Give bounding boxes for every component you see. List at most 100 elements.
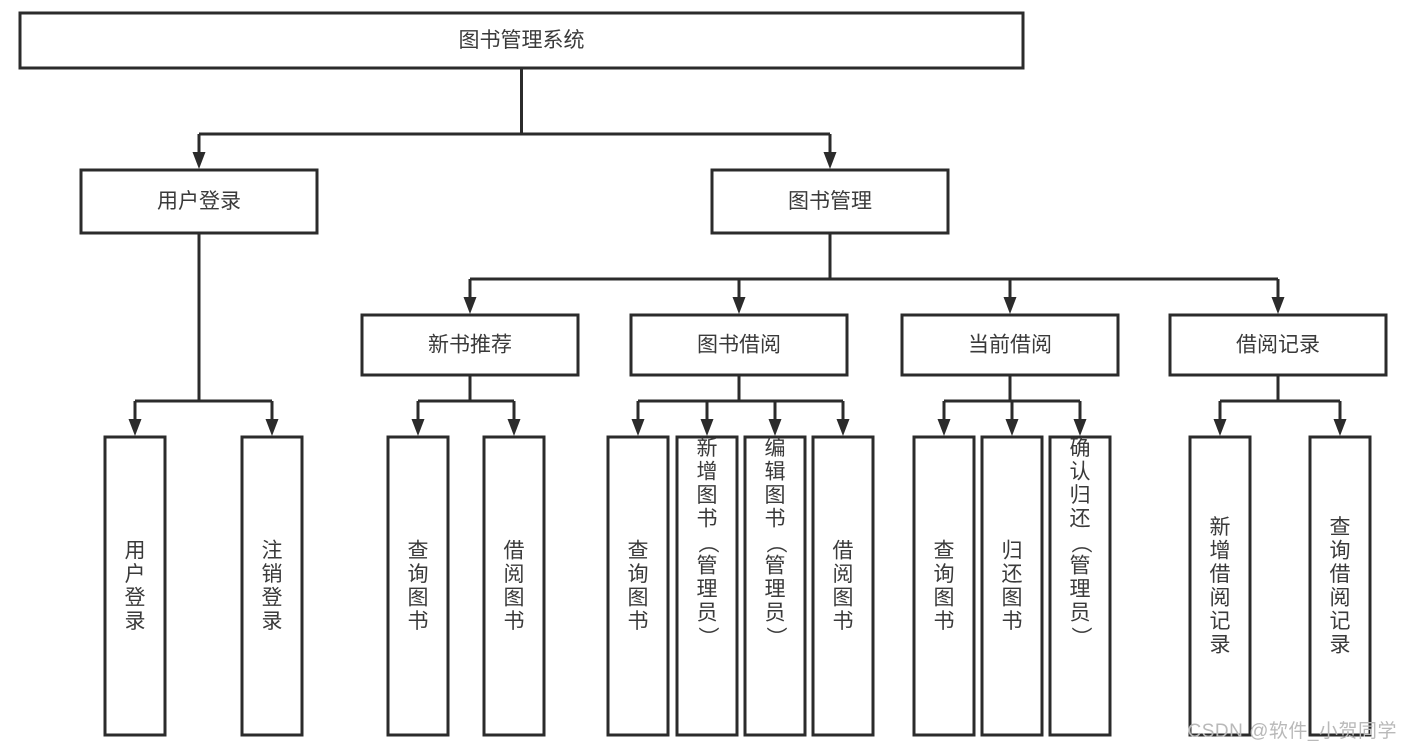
node-label-new-book-rec: 新书推荐 bbox=[428, 334, 512, 357]
node-label-char: 借 bbox=[833, 539, 854, 562]
node-box-leaf-borrow-book-2 bbox=[811, 435, 875, 737]
node-label-char: ） bbox=[764, 627, 787, 648]
node-label-char: 图 bbox=[697, 484, 718, 507]
node-label-char: 新 bbox=[697, 437, 718, 460]
node-label-char: 查 bbox=[628, 539, 649, 562]
node-label-char: 编 bbox=[765, 437, 786, 460]
node-box-root bbox=[18, 11, 1025, 70]
arrow-head-icon bbox=[823, 152, 837, 169]
node-label-char: 记 bbox=[1210, 610, 1231, 633]
arrow-head-icon bbox=[128, 419, 142, 436]
node-label-char: （ bbox=[696, 533, 719, 554]
arrow-head-icon bbox=[1333, 419, 1347, 436]
node-label-char: ） bbox=[696, 627, 719, 648]
node-borrow-record[interactable]: 借阅记录 bbox=[1168, 313, 1388, 377]
node-label-char: 确 bbox=[1070, 437, 1091, 460]
node-label-char: 书 bbox=[408, 610, 429, 633]
node-label-char: 管 bbox=[697, 555, 718, 578]
node-label-char: 管 bbox=[1070, 555, 1091, 578]
node-label-char: 借 bbox=[504, 539, 525, 562]
node-label-char: 录 bbox=[125, 610, 146, 633]
node-label-borrow-record: 借阅记录 bbox=[1236, 334, 1320, 357]
node-label-char: 查 bbox=[1330, 516, 1351, 539]
node-label-char: 记 bbox=[1330, 610, 1351, 633]
node-book-borrow[interactable]: 图书借阅 bbox=[629, 313, 849, 377]
node-label-char: 阅 bbox=[504, 563, 525, 586]
node-box-leaf-query-record bbox=[1308, 435, 1372, 737]
arrow-head-icon bbox=[1271, 297, 1285, 314]
node-current-borrow[interactable]: 当前借阅 bbox=[900, 313, 1120, 377]
node-label-char: 书 bbox=[934, 610, 955, 633]
node-label-char: 图 bbox=[628, 586, 649, 609]
node-label-book-manage: 图书管理 bbox=[788, 190, 872, 213]
connectors-layer bbox=[128, 68, 1347, 436]
node-label-char: 用 bbox=[125, 539, 146, 562]
csdn-watermark: CSDN @软件_小贺同学 bbox=[1187, 721, 1397, 742]
node-box-book-manage bbox=[710, 168, 950, 235]
node-label-current-borrow: 当前借阅 bbox=[968, 334, 1052, 357]
node-label-char: 登 bbox=[262, 586, 283, 609]
node-label-user-login: 用户登录 bbox=[157, 190, 241, 213]
nodes-layer: 图书管理系统用户登录图书管理新书推荐图书借阅当前借阅借阅记录用户登录注销登录查询… bbox=[18, 11, 1388, 737]
node-label-char: 书 bbox=[1002, 610, 1023, 633]
node-label-char: 阅 bbox=[833, 563, 854, 586]
node-label-char: 户 bbox=[125, 563, 146, 586]
node-label-char: 图 bbox=[833, 586, 854, 609]
node-label-char: （ bbox=[764, 533, 787, 554]
node-label-char: 录 bbox=[1210, 633, 1231, 656]
node-box-leaf-add-record bbox=[1188, 435, 1252, 737]
node-label-char: 管 bbox=[765, 555, 786, 578]
node-label-char: 员 bbox=[765, 602, 786, 625]
node-label-char: 增 bbox=[1210, 539, 1231, 562]
node-label-char: 登 bbox=[125, 586, 146, 609]
node-box-leaf-return-book bbox=[980, 435, 1044, 737]
arrow-head-icon bbox=[732, 297, 746, 314]
node-label-char: 理 bbox=[697, 578, 718, 601]
node-box-new-book-rec bbox=[360, 313, 580, 377]
arrow-head-icon bbox=[463, 297, 477, 314]
node-box-leaf-query-book-1 bbox=[386, 435, 450, 737]
node-label-char: 询 bbox=[408, 563, 429, 586]
arrow-head-icon bbox=[507, 419, 521, 436]
arrow-head-icon bbox=[836, 419, 850, 436]
node-root[interactable]: 图书管理系统 bbox=[18, 11, 1025, 70]
node-label-char: 图 bbox=[504, 586, 525, 609]
node-label-char: 图 bbox=[1002, 586, 1023, 609]
node-box-book-borrow bbox=[629, 313, 849, 377]
node-new-book-rec[interactable]: 新书推荐 bbox=[360, 313, 580, 377]
node-box-current-borrow bbox=[900, 313, 1120, 377]
node-leaf-user-login[interactable]: 用户登录 bbox=[103, 435, 167, 737]
arrow-head-icon bbox=[700, 419, 714, 436]
node-label-char: 归 bbox=[1070, 484, 1091, 507]
node-user-login[interactable]: 用户登录 bbox=[79, 168, 319, 235]
node-label-char: 借 bbox=[1210, 563, 1231, 586]
node-label-char: 询 bbox=[934, 563, 955, 586]
node-label-char: 询 bbox=[1330, 539, 1351, 562]
node-label-book-borrow: 图书借阅 bbox=[697, 334, 781, 357]
node-box-user-login bbox=[79, 168, 319, 235]
node-label-char: 员 bbox=[1070, 602, 1091, 625]
arrow-head-icon bbox=[1073, 419, 1087, 436]
node-book-manage[interactable]: 图书管理 bbox=[710, 168, 950, 235]
arrow-head-icon bbox=[411, 419, 425, 436]
node-label-char: 书 bbox=[504, 610, 525, 633]
arrow-head-icon bbox=[265, 419, 279, 436]
arrow-head-icon bbox=[1003, 297, 1017, 314]
node-box-leaf-edit-book bbox=[743, 435, 807, 737]
node-label-char: 辑 bbox=[765, 461, 786, 484]
node-box-leaf-add-book bbox=[675, 435, 739, 737]
node-label-char: 认 bbox=[1070, 461, 1091, 484]
